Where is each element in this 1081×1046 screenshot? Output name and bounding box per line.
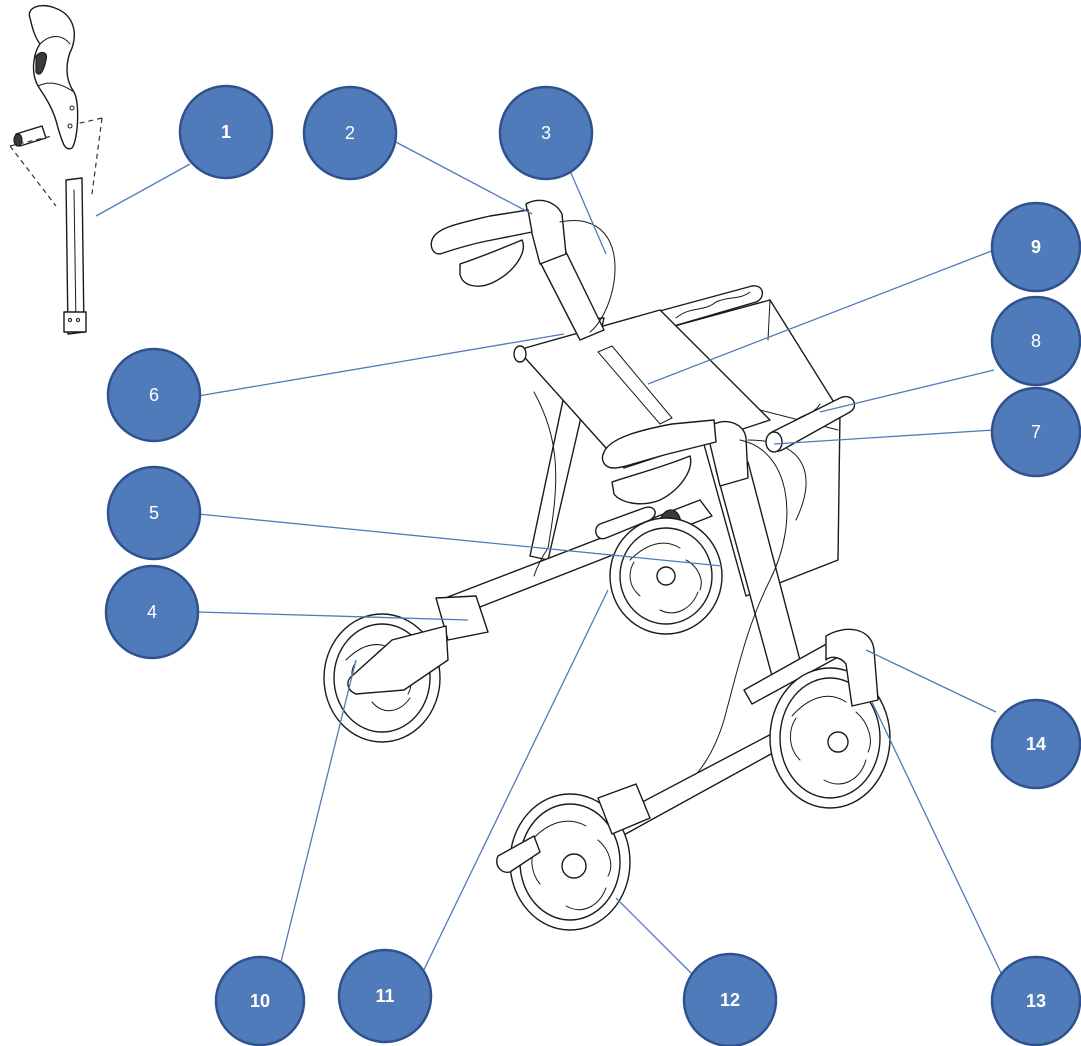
leader-line-4 <box>197 611 469 621</box>
callout-5: 5 <box>106 465 202 561</box>
callout-8: 8 <box>990 295 1081 387</box>
callout-bubble-9 <box>990 201 1081 293</box>
callout-7: 7 <box>990 386 1081 478</box>
leader-line-6 <box>197 333 565 397</box>
callout-bubble-1 <box>178 84 274 180</box>
leader-line-1 <box>95 163 191 217</box>
callout-1: 1 <box>178 84 274 180</box>
leader-line-2 <box>391 139 533 215</box>
callout-bubble-12 <box>682 952 778 1046</box>
callout-label-14: 14 <box>1026 734 1046 754</box>
callout-10: 10 <box>214 955 306 1046</box>
callout-label-11: 11 <box>375 986 394 1006</box>
callout-bubble-8 <box>990 295 1081 387</box>
callout-label-7: 7 <box>1031 422 1041 442</box>
callout-label-6: 6 <box>149 385 159 405</box>
callout-label-2: 2 <box>345 123 355 143</box>
callout-bubble-5 <box>106 465 202 561</box>
wheel-front-left <box>323 595 489 743</box>
callout-bubble-10 <box>214 955 306 1046</box>
callout-4: 4 <box>104 564 200 660</box>
leader-line-14 <box>865 649 997 713</box>
wheel-front-right <box>496 783 651 931</box>
callout-bubble-11 <box>337 948 433 1044</box>
leader-line-7 <box>773 429 995 445</box>
callout-bubble-6 <box>106 347 202 443</box>
callout-label-13: 13 <box>1026 991 1046 1011</box>
leader-lines <box>95 139 1015 1001</box>
callout-label-9: 9 <box>1031 237 1041 257</box>
handle-assembly-inset <box>9 4 103 335</box>
callout-label-3: 3 <box>541 123 551 143</box>
callout-2: 2 <box>302 85 398 181</box>
wheel-rear-right <box>769 628 891 809</box>
callout-6: 6 <box>106 347 202 443</box>
callout-label-4: 4 <box>147 602 157 622</box>
callout-13: 13 <box>990 955 1081 1046</box>
leader-line-8 <box>819 369 995 413</box>
callout-bubble-7 <box>990 386 1081 478</box>
callout-bubble-3 <box>498 85 594 181</box>
callout-bubble-13 <box>990 955 1081 1046</box>
leader-line-10 <box>273 659 357 991</box>
leader-line-13 <box>871 701 1015 1001</box>
callout-bubble-2 <box>302 85 398 181</box>
callout-11: 11 <box>337 948 433 1044</box>
callout-label-1: 1 <box>221 122 231 142</box>
callout-label-10: 10 <box>250 991 270 1011</box>
leader-line-9 <box>647 249 995 385</box>
callout-label-8: 8 <box>1031 331 1041 351</box>
callout-bubble-4 <box>104 564 200 660</box>
rollator-drawing <box>323 199 891 931</box>
callout-12: 12 <box>682 952 778 1046</box>
wheel-rear-left <box>609 517 723 635</box>
callout-3: 3 <box>498 85 594 181</box>
callout-9: 9 <box>990 201 1081 293</box>
leader-line-11 <box>417 589 609 983</box>
callout-bubble-14 <box>990 698 1081 790</box>
leader-line-5 <box>197 513 723 567</box>
callout-label-5: 5 <box>149 503 159 523</box>
leader-line-3 <box>567 165 607 255</box>
callout-14: 14 <box>990 698 1081 790</box>
callout-label-12: 12 <box>720 990 740 1010</box>
